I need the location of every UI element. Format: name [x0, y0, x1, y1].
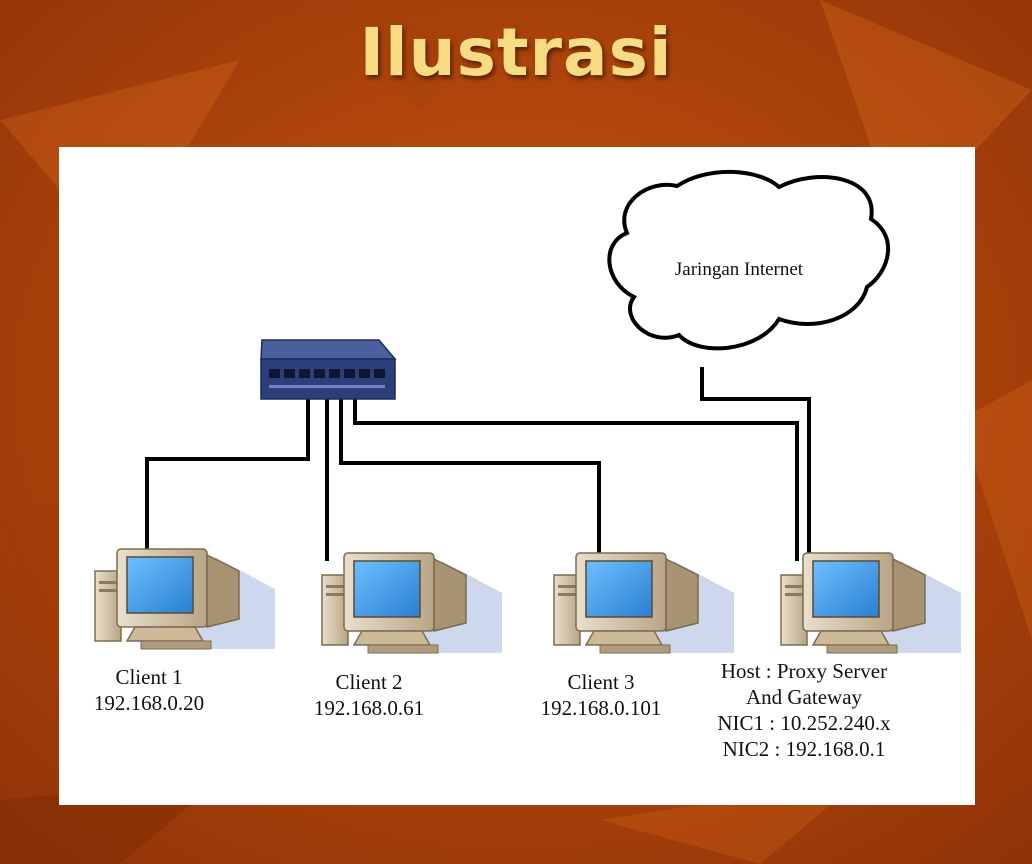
cable-client-1 [145, 392, 310, 549]
host-nic2: NIC2 : 192.168.0.1 [722, 737, 886, 761]
client-name: Client 2 [335, 670, 403, 694]
network-cables [145, 367, 811, 561]
client-ip: 192.168.0.101 [540, 696, 662, 720]
client-name: Client 1 [115, 665, 183, 689]
client-ip: 192.168.0.20 [93, 691, 205, 715]
network-diagram [94, 169, 962, 654]
network-diagram-panel: Jaringan Internet Client 1 192.168.0.20 … [59, 147, 975, 805]
internet-cloud [607, 169, 891, 351]
slide-title: Ilustrasi [359, 14, 673, 91]
client-ip: 192.168.0.61 [313, 696, 425, 720]
host-nic1: NIC1 : 10.252.240.x [717, 711, 891, 735]
cable-host-lan [353, 392, 799, 561]
internet-label: Jaringan Internet [674, 259, 804, 280]
cable-client-3 [339, 392, 601, 553]
client-name: Client 3 [567, 670, 635, 694]
client-1-computer-icon [94, 548, 276, 650]
cable-host-wan [700, 367, 811, 561]
client-3-computer-icon [553, 552, 735, 654]
host-label: Host : Proxy Server And Gateway NIC1 : 1… [689, 658, 919, 762]
client-1-label: Client 1 192.168.0.20 [69, 664, 229, 716]
client-3-label: Client 3 192.168.0.101 [521, 669, 681, 721]
client-2-computer-icon [321, 552, 503, 654]
host-computer-icon [780, 552, 962, 654]
network-switch-icon [260, 339, 397, 400]
client-2-label: Client 2 192.168.0.61 [289, 669, 449, 721]
host-title-line2: And Gateway [745, 685, 863, 709]
host-title-line1: Host : Proxy Server [720, 659, 888, 683]
